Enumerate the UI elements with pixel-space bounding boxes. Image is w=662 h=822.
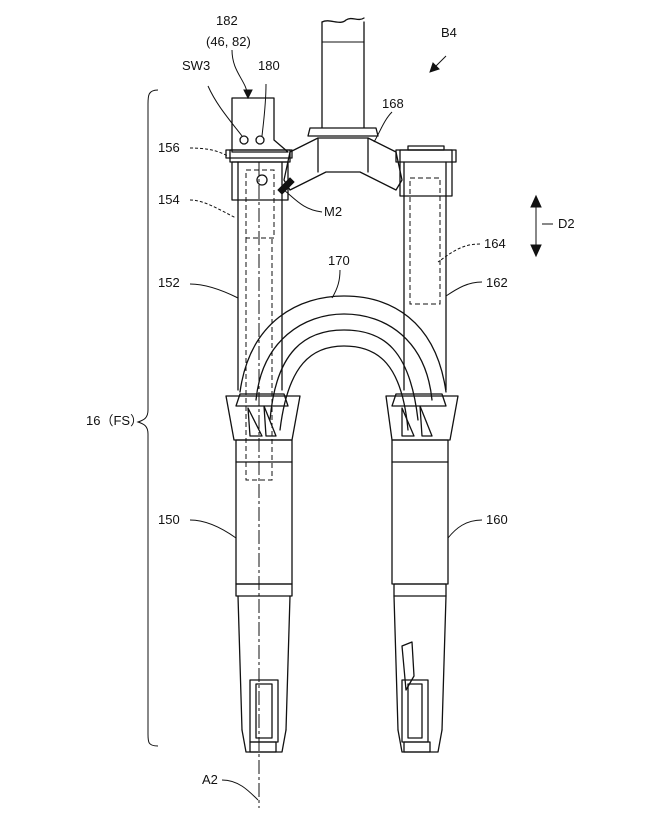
right-upper-tube-162 bbox=[400, 146, 452, 390]
label-156: 156 bbox=[158, 140, 180, 155]
label-d2: D2 bbox=[558, 216, 575, 231]
label-162: 162 bbox=[486, 275, 508, 290]
label-sw3: SW3 bbox=[182, 58, 210, 73]
label-182-sub: (46, 82) bbox=[206, 34, 251, 49]
label-16-fs: 16（FS） bbox=[86, 413, 143, 428]
label-154: 154 bbox=[158, 192, 180, 207]
steerer-tube bbox=[322, 18, 364, 130]
label-152: 152 bbox=[158, 275, 180, 290]
label-168: 168 bbox=[382, 96, 404, 111]
label-164: 164 bbox=[484, 236, 506, 251]
left-lower-leg-150 bbox=[226, 394, 300, 752]
label-180: 180 bbox=[258, 58, 280, 73]
label-170: 170 bbox=[328, 253, 350, 268]
direction-arrow-d2 bbox=[531, 196, 541, 256]
left-upper-tube-152 bbox=[232, 162, 288, 480]
label-160: 160 bbox=[486, 512, 508, 527]
label-182: 182 bbox=[216, 13, 238, 28]
arch-170 bbox=[240, 296, 446, 430]
motor-m2 bbox=[257, 175, 294, 194]
right-lower-leg-160 bbox=[386, 394, 458, 752]
label-b4: B4 bbox=[441, 25, 457, 40]
bracket-16-fs bbox=[138, 90, 158, 746]
crown-168 bbox=[230, 128, 456, 190]
leader-lines bbox=[190, 50, 553, 800]
label-m2: M2 bbox=[324, 204, 342, 219]
view-arrow-b4 bbox=[430, 56, 446, 72]
label-150: 150 bbox=[158, 512, 180, 527]
label-a2: A2 bbox=[202, 772, 218, 787]
